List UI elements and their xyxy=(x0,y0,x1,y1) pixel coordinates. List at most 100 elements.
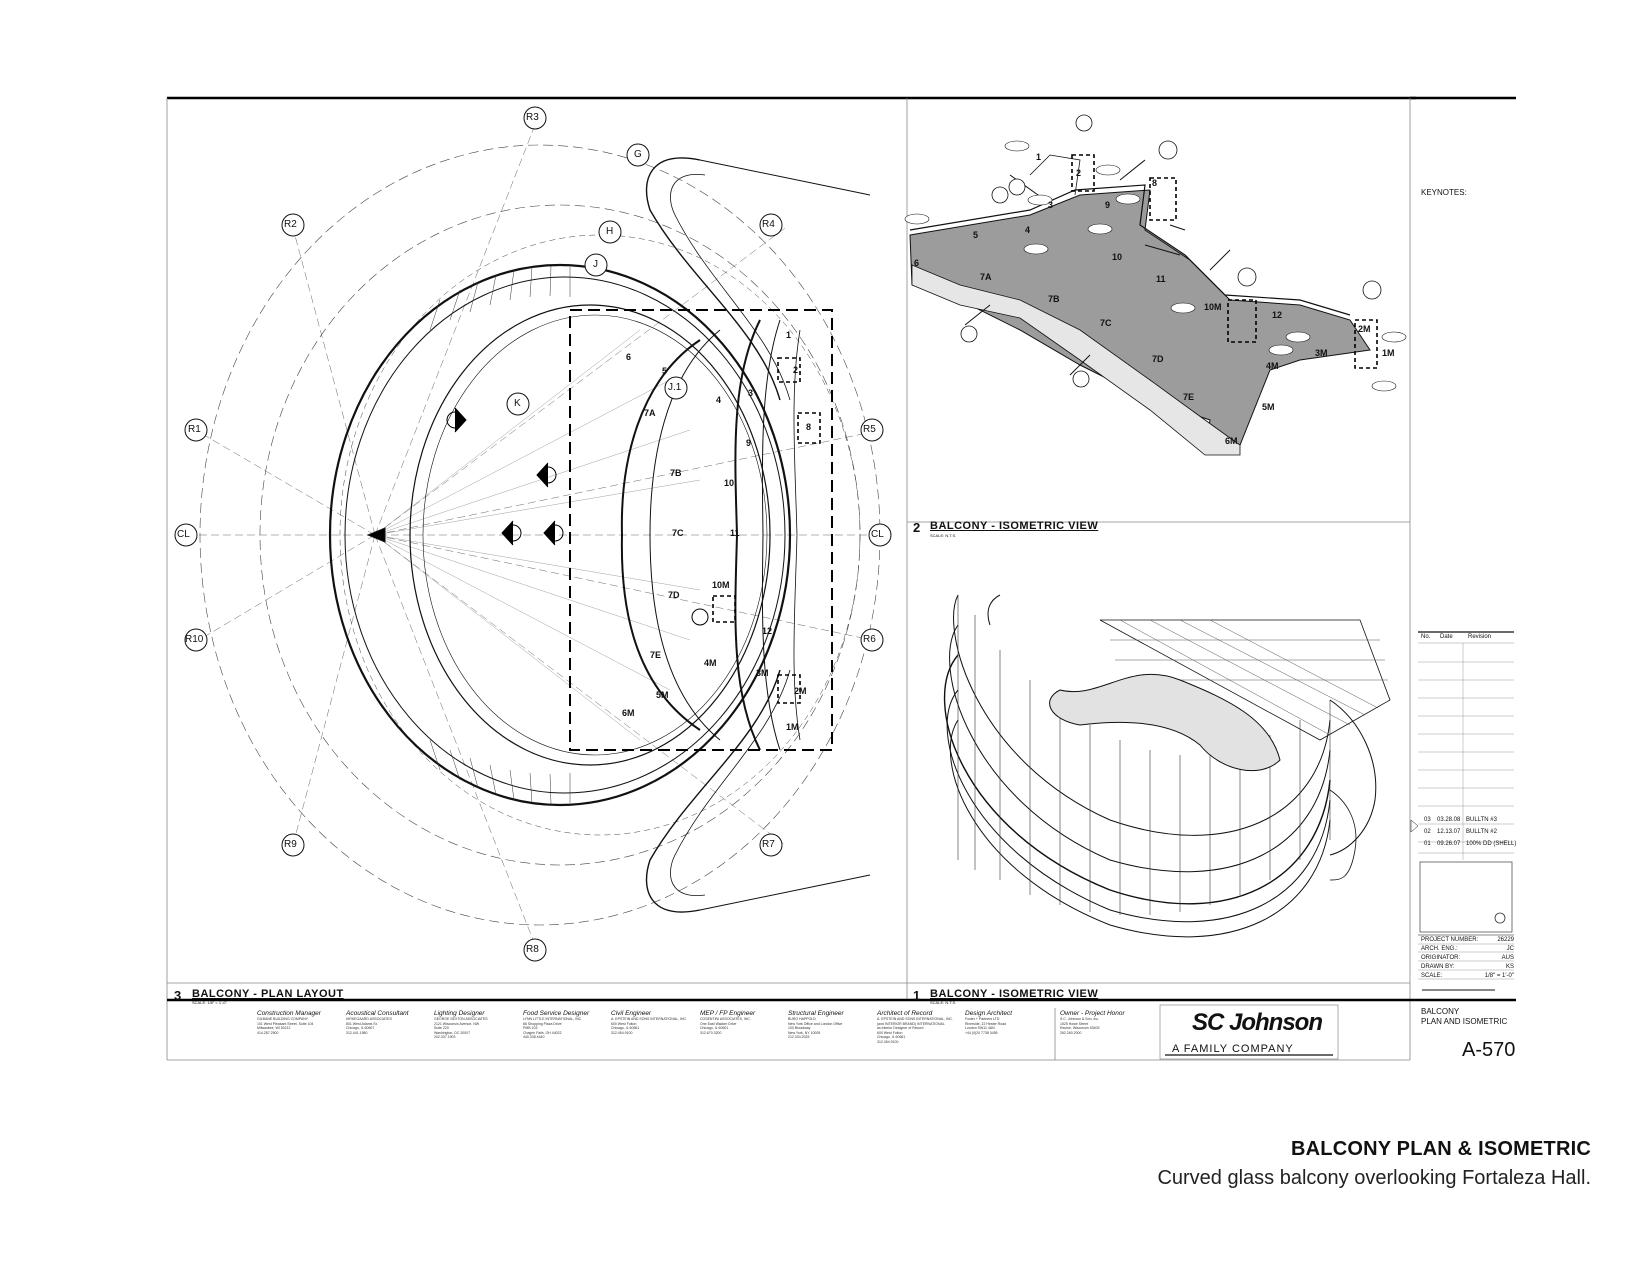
plan-view-number: 3 xyxy=(174,988,182,1003)
client-tagline: A FAMILY COMPANY xyxy=(1172,1043,1294,1055)
iso-label: 12 xyxy=(1272,310,1283,320)
plan-label: 2M xyxy=(794,686,807,696)
bubble-r10: R10 xyxy=(185,634,204,645)
team-details: A. EPSTEIN AND SONS INTERNATIONAL, INC. … xyxy=(611,1017,687,1035)
team-member: Lighting Designer GEORGE SEXTON ASSOCIAT… xyxy=(434,1010,488,1040)
revision-no: 01 xyxy=(1424,841,1431,847)
revision-date: 12.13.07 xyxy=(1437,829,1461,835)
iso-bottom-view-scale: SCALE: N.T.S. xyxy=(930,1000,957,1005)
iso-label: 6 xyxy=(914,258,920,268)
bubble-r5: R5 xyxy=(863,424,876,435)
plan-label: 12 xyxy=(762,626,773,636)
bubble-g: G xyxy=(634,149,642,160)
iso-label: 9 xyxy=(1105,200,1111,210)
plan-label: 3M xyxy=(756,668,769,678)
iso-top-view-title: BALCONY - ISOMETRIC VIEW xyxy=(930,520,1099,532)
iso-label: 2 xyxy=(1076,168,1082,178)
plan-label: 6M xyxy=(622,708,635,718)
iso-label: 10M xyxy=(1204,302,1222,312)
team-role: Lighting Designer xyxy=(434,1010,485,1017)
plan-label: 2 xyxy=(793,365,799,375)
plan-label: 7E xyxy=(650,650,662,660)
plan-view-title: BALCONY - PLAN LAYOUT xyxy=(192,988,344,1000)
team-member: Construction Manager GILBANE BUILDING CO… xyxy=(257,1010,321,1035)
project-info-label: ORIGINATOR: xyxy=(1421,955,1461,961)
team-role: Acoustical Consultant xyxy=(346,1010,409,1017)
bubble-cl-left: CL xyxy=(177,529,190,540)
plan-label: 9 xyxy=(746,438,752,448)
team-role: Construction Manager xyxy=(257,1010,321,1017)
sheet-title-line-2: PLAN AND ISOMETRIC xyxy=(1421,1017,1508,1026)
caption-title: BALCONY PLAN & ISOMETRIC xyxy=(1291,1138,1591,1160)
sheet-number: A-570 xyxy=(1462,1039,1516,1061)
revision-date: 03.28.08 xyxy=(1437,817,1461,823)
plan-label: 7B xyxy=(670,468,682,478)
plan-label: 8 xyxy=(806,422,812,432)
bubble-j: J xyxy=(593,259,598,270)
iso-label: 4 xyxy=(1025,225,1031,235)
iso-label: 5 xyxy=(973,230,979,240)
plan-drawing xyxy=(198,124,881,946)
project-info-label: SCALE: xyxy=(1421,973,1443,979)
plan-label: 10M xyxy=(712,580,730,590)
team-member: MEP / FP Engineer COSENTINI ASSOCIATES, … xyxy=(700,1010,755,1035)
iso-label: 7B xyxy=(1048,294,1060,304)
revision-no: 03 xyxy=(1424,817,1431,823)
caption-subtitle: Curved glass balcony overlooking Fortale… xyxy=(1157,1167,1591,1189)
plan-label: 7A xyxy=(644,408,656,418)
revision-header: No. xyxy=(1421,634,1431,640)
project-info-value: AUS xyxy=(1501,955,1514,961)
iso-label: 6M xyxy=(1225,436,1238,446)
team-member: Owner - Project Honor S.C. Johnson & Son… xyxy=(1060,1010,1125,1035)
iso-label: 4M xyxy=(1266,361,1279,371)
iso-bottom-view-title: BALCONY - ISOMETRIC VIEW xyxy=(930,988,1099,1000)
revision-date: 09.26.07 xyxy=(1437,841,1461,847)
isometric-top-drawing xyxy=(904,114,1407,456)
plan-label: 7D xyxy=(668,590,680,600)
team-member: Architect of Record A. EPSTEIN AND SONS … xyxy=(877,1010,953,1044)
bubble-r3: R3 xyxy=(526,112,539,123)
revision-desc: 100% DD (SHELL) xyxy=(1466,841,1517,847)
plan-label: 6 xyxy=(626,352,632,362)
grid-bubbles xyxy=(174,106,892,962)
iso-label: 11 xyxy=(1156,274,1166,284)
plan-label: 7C xyxy=(672,528,684,538)
bubble-r9: R9 xyxy=(284,839,297,850)
team-details: LYNN LITTLE INTERNATIONAL, INC. 66 Shopp… xyxy=(523,1017,583,1039)
iso-top-view-number: 2 xyxy=(913,520,921,535)
project-info-label: DRAWN BY: xyxy=(1421,964,1455,970)
bubble-r1: R1 xyxy=(188,424,201,435)
plan-label: 1M xyxy=(786,722,799,732)
iso-label: 7A xyxy=(980,272,992,282)
team-role: Architect of Record xyxy=(877,1010,933,1017)
team-details: COSENTINI ASSOCIATES, INC. One East Wack… xyxy=(700,1017,751,1035)
bubble-r2: R2 xyxy=(284,219,297,230)
project-info-value: JC xyxy=(1506,946,1514,952)
plan-label: 5 xyxy=(662,366,668,376)
team-details: GILBANE BUILDING COMPANY 101 West Pleasa… xyxy=(257,1017,314,1035)
plan-label: 4M xyxy=(704,658,717,668)
iso-label: 2M xyxy=(1358,324,1371,334)
bubble-r7: R7 xyxy=(762,839,775,850)
revision-desc: BULLTN #3 xyxy=(1466,817,1497,823)
revision-desc: BULLTN #2 xyxy=(1466,829,1497,835)
bubble-cl-right: CL xyxy=(871,529,884,540)
team-role: Design Architect xyxy=(965,1010,1013,1017)
iso-label: 1 xyxy=(1036,152,1042,162)
revision-no: 02 xyxy=(1424,829,1431,835)
team-member: Civil Engineer A. EPSTEIN AND SONS INTER… xyxy=(611,1010,687,1035)
plan-label: 10 xyxy=(724,478,735,488)
isometric-bottom-drawing xyxy=(943,594,1391,938)
bubble-h: H xyxy=(606,226,614,237)
revision-header: Date xyxy=(1440,634,1453,640)
iso-label: 7C xyxy=(1100,318,1112,328)
team-role: Structural Engineer xyxy=(788,1010,844,1017)
iso-label: 3M xyxy=(1315,348,1328,358)
iso-label: 3 xyxy=(1048,200,1054,210)
project-info-value: 1/8" = 1'-0" xyxy=(1484,973,1514,979)
plan-view-scale: SCALE: 1/8" = 1'-0" xyxy=(192,1000,227,1005)
iso-label: 1M xyxy=(1382,348,1395,358)
bubble-r4: R4 xyxy=(762,219,775,230)
